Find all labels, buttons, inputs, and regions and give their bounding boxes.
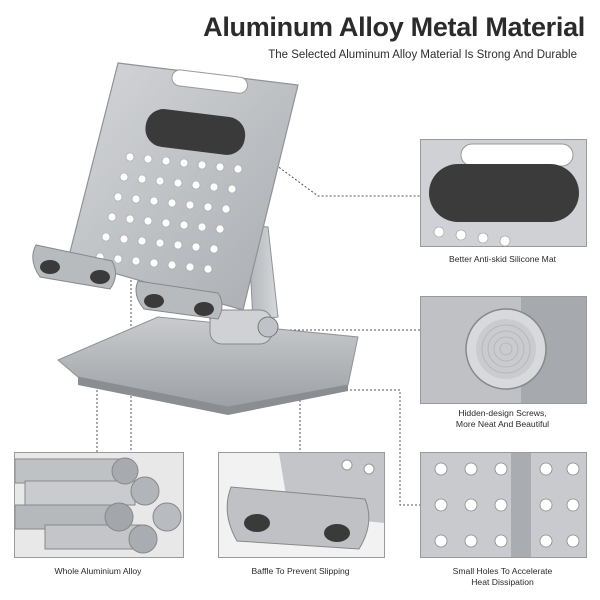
page-title: Aluminum Alloy Metal Material [203, 12, 585, 42]
caption-silicone-mat: Better Anti-skid Silicone Mat [449, 254, 556, 264]
aluminum-rods-image [14, 452, 184, 558]
hinge-screw-closeup [420, 296, 587, 404]
caption-screws-line1: Hidden-design Screws, [458, 408, 547, 418]
caption-screws-line2: More Neat And Beautiful [455, 419, 550, 429]
caption-baffle: Baffle To Prevent Slipping [251, 566, 350, 576]
caption-holes-line2: Heat Dissipation [471, 577, 534, 587]
tablet-stand-image [32, 62, 359, 415]
silicone-mat-closeup [420, 139, 587, 247]
caption-holes: Small Holes To Accelerate Heat Dissipati… [420, 566, 585, 588]
callout-line-baffle [209, 306, 301, 452]
page-subtitle: The Selected Aluminum Alloy Material Is … [268, 49, 577, 61]
caption-screws: Hidden-design Screws, More Neat And Beau… [420, 408, 585, 430]
baffle-closeup [218, 452, 385, 558]
caption-holes-line1: Small Holes To Accelerate [452, 566, 553, 576]
caption-alloy: Whole Aluminium Alloy [54, 566, 142, 576]
vent-holes-closeup [420, 452, 587, 558]
